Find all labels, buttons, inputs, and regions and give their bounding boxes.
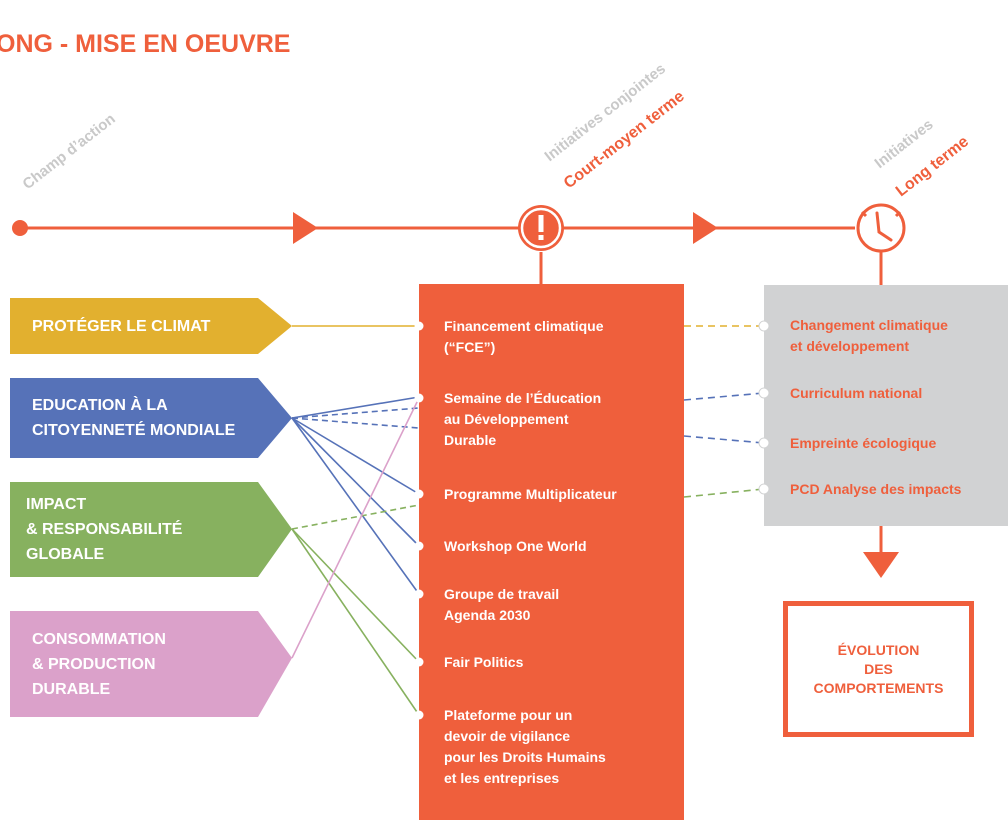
initiative-groupe-agenda-2030: Groupe de travail Agenda 2030 (444, 586, 560, 623)
outcome-arrow (863, 552, 899, 578)
clock-icon (856, 203, 906, 253)
node-dot (758, 437, 770, 449)
field-label-education: EDUCATION À LA CITOYENNETÉ MONDIALE (32, 397, 236, 439)
link-semaine-empreinte (683, 435, 765, 444)
node-dot (414, 541, 424, 551)
link-semaine-curriculum (683, 392, 765, 401)
long-term-changement-climatique: Changement climatique et développement (790, 317, 948, 354)
field-proteger-climat: PROTÉGER LE CLIMAT (10, 298, 210, 354)
long-term-box (764, 285, 1008, 526)
link-edu-semaine (291, 396, 420, 419)
field-shape-education (10, 378, 292, 458)
link-impact-plateforme (291, 528, 420, 716)
exclamation-icon (538, 215, 544, 240)
link-edu-semaine-dashed-2 (291, 417, 420, 429)
field-label-impact: IMPACT & RESPONSABILITÉ GLOBALE (26, 496, 183, 563)
urgent-icon-ring (520, 207, 562, 249)
timeline-arrow-2 (693, 212, 718, 244)
long-term-pcd-analyse: PCD Analyse des impacts (790, 481, 962, 497)
field-impact-responsabilite: IMPACT & RESPONSABILITÉ GLOBALE (10, 482, 182, 577)
node-dot (758, 320, 770, 332)
timeline-arrow-1 (293, 212, 318, 244)
field-label-consommation: CONSOMMATION & PRODUCTION DURABLE (32, 630, 166, 698)
initiative-fce: Financement climatique (“FCE”) (444, 318, 604, 355)
node-dot (414, 657, 424, 667)
node-dot (414, 321, 424, 331)
field-education-citoyennete: EDUCATION À LA CITOYENNETÉ MONDIALE (10, 378, 235, 458)
field-shape-climat (10, 298, 292, 354)
node-dot (414, 589, 424, 599)
initiative-semaine-education: Semaine de l’Éducation au Développement … (444, 390, 602, 448)
link-impact-multiplicateur (291, 504, 420, 530)
long-term-empreinte-ecologique: Empreinte écologique (790, 435, 937, 451)
field-shape-impact (10, 482, 292, 577)
initiative-programme-multiplicateur: Programme Multiplicateur (444, 486, 617, 502)
outcome-label: ÉVOLUTION DES COMPORTEMENTS (813, 641, 944, 696)
long-term-curriculum-national: Curriculum national (790, 385, 923, 401)
link-conso-semaine (291, 397, 420, 659)
link-impact-fairpolitics (291, 528, 420, 663)
node-dot (414, 710, 424, 720)
link-edu-workshop (291, 417, 420, 547)
field-consommation-production: CONSOMMATION & PRODUCTION DURABLE (10, 611, 166, 717)
link-edu-multiplicateur (291, 417, 420, 495)
page-title: ONG - MISE EN OEUVRE (0, 30, 291, 58)
outcome-evolution-comportements: ÉVOLUTION DES COMPORTEMENTS (783, 601, 974, 737)
initiative-plateforme-vigilance: Plateforme pour un devoir de vigilance p… (444, 707, 606, 786)
timeline-start-dot (12, 220, 28, 236)
initiative-workshop-one-world: Workshop One World (444, 538, 587, 554)
link-multiplicateur-pcd (683, 488, 765, 498)
field-label-climat: PROTÉGER LE CLIMAT (32, 317, 211, 335)
initiatives-box (419, 284, 684, 820)
node-dot (414, 489, 424, 499)
link-edu-agenda (291, 417, 420, 595)
node-dot (758, 483, 770, 495)
initiative-fair-politics: Fair Politics (444, 654, 524, 670)
field-shape-consommation (10, 611, 292, 717)
node-dot (414, 393, 424, 403)
node-dot (758, 387, 770, 399)
link-edu-semaine-dashed (291, 407, 420, 419)
